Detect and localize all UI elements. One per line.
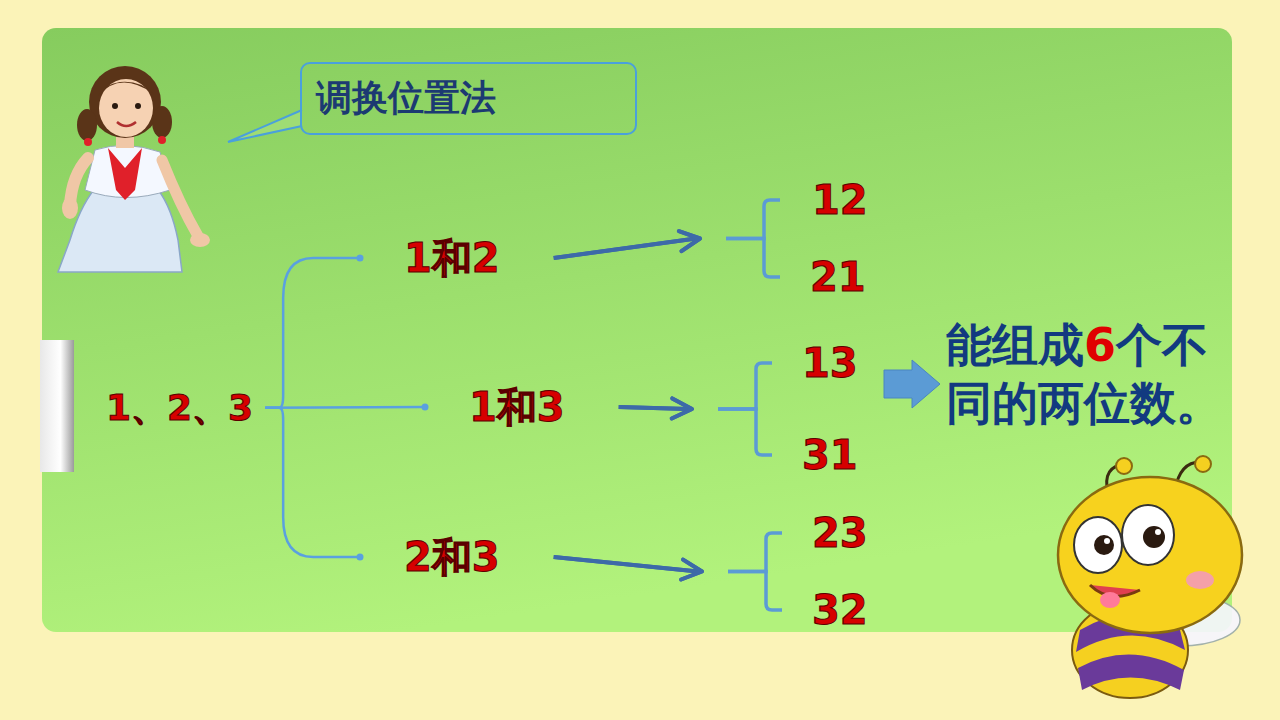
- two-digit-number: 21: [806, 252, 870, 302]
- arrow-head: [681, 560, 702, 580]
- number-set: 1、2、3: [102, 385, 257, 430]
- girl-illustration: [58, 66, 210, 272]
- two-digit-number: 23: [808, 508, 872, 558]
- arrow-shaft: [619, 407, 688, 409]
- two-digit-number: 32: [808, 585, 872, 635]
- pair-label: 1和3: [465, 382, 569, 432]
- node-text: 2和3: [404, 534, 500, 580]
- pair-connector: [554, 557, 782, 610]
- pair-connector: [619, 398, 772, 455]
- tree-branch: [265, 255, 363, 408]
- side-tab: [40, 340, 74, 472]
- arrow-shaft: [554, 557, 698, 572]
- arrow-shaft: [554, 239, 696, 259]
- bracket-line: [718, 409, 772, 455]
- two-digit-number: 12: [808, 175, 872, 225]
- highlight-number: 6: [1084, 318, 1116, 372]
- pair-connector: [554, 231, 780, 277]
- pair-connector: [554, 200, 780, 258]
- tree-branch: [265, 404, 428, 411]
- arrow-shaft: [554, 239, 696, 259]
- result-text: 能组成6个不同的两位数。: [946, 316, 1246, 432]
- bracket-line: [726, 200, 780, 239]
- node-text: 1和3: [469, 384, 565, 430]
- pair-label: 1和2: [400, 233, 504, 283]
- green-panel: [42, 28, 1232, 632]
- two-digit-number: 31: [798, 430, 862, 480]
- two-digit-number: 13: [798, 338, 862, 388]
- node-text: 21: [810, 254, 866, 300]
- bee-illustration: [1058, 456, 1242, 698]
- bubble-tail: [228, 110, 302, 142]
- branch-dot: [422, 404, 429, 411]
- block-arrow: [884, 360, 940, 408]
- speech-bubble: 调换位置法: [300, 62, 637, 135]
- pair-label: 2和3: [400, 532, 504, 582]
- branch-dot: [357, 255, 364, 262]
- node-text: 32: [812, 587, 868, 633]
- node-text: 12: [812, 177, 868, 223]
- node-text: 调换位置法: [316, 74, 496, 123]
- bracket-line: [728, 533, 782, 572]
- tree-branch: [265, 408, 363, 561]
- branch-line: [265, 406, 425, 409]
- node-text: 31: [802, 432, 858, 478]
- arrow-head: [672, 398, 692, 418]
- arrow-shaft: [619, 407, 688, 409]
- bracket-line: [718, 363, 772, 409]
- node-text: 1和2: [404, 235, 500, 281]
- node-text: 23: [812, 510, 868, 556]
- node-text: 13: [802, 340, 858, 386]
- bracket-line: [728, 572, 782, 611]
- branch-dot: [357, 554, 364, 561]
- arrow-head: [679, 231, 700, 251]
- bracket-line: [726, 239, 780, 278]
- arrow-shaft: [554, 557, 698, 572]
- node-text: 能组成: [946, 318, 1084, 372]
- branch-line: [265, 258, 360, 408]
- branch-line: [265, 408, 360, 557]
- node-text: 1、2、3: [106, 387, 253, 428]
